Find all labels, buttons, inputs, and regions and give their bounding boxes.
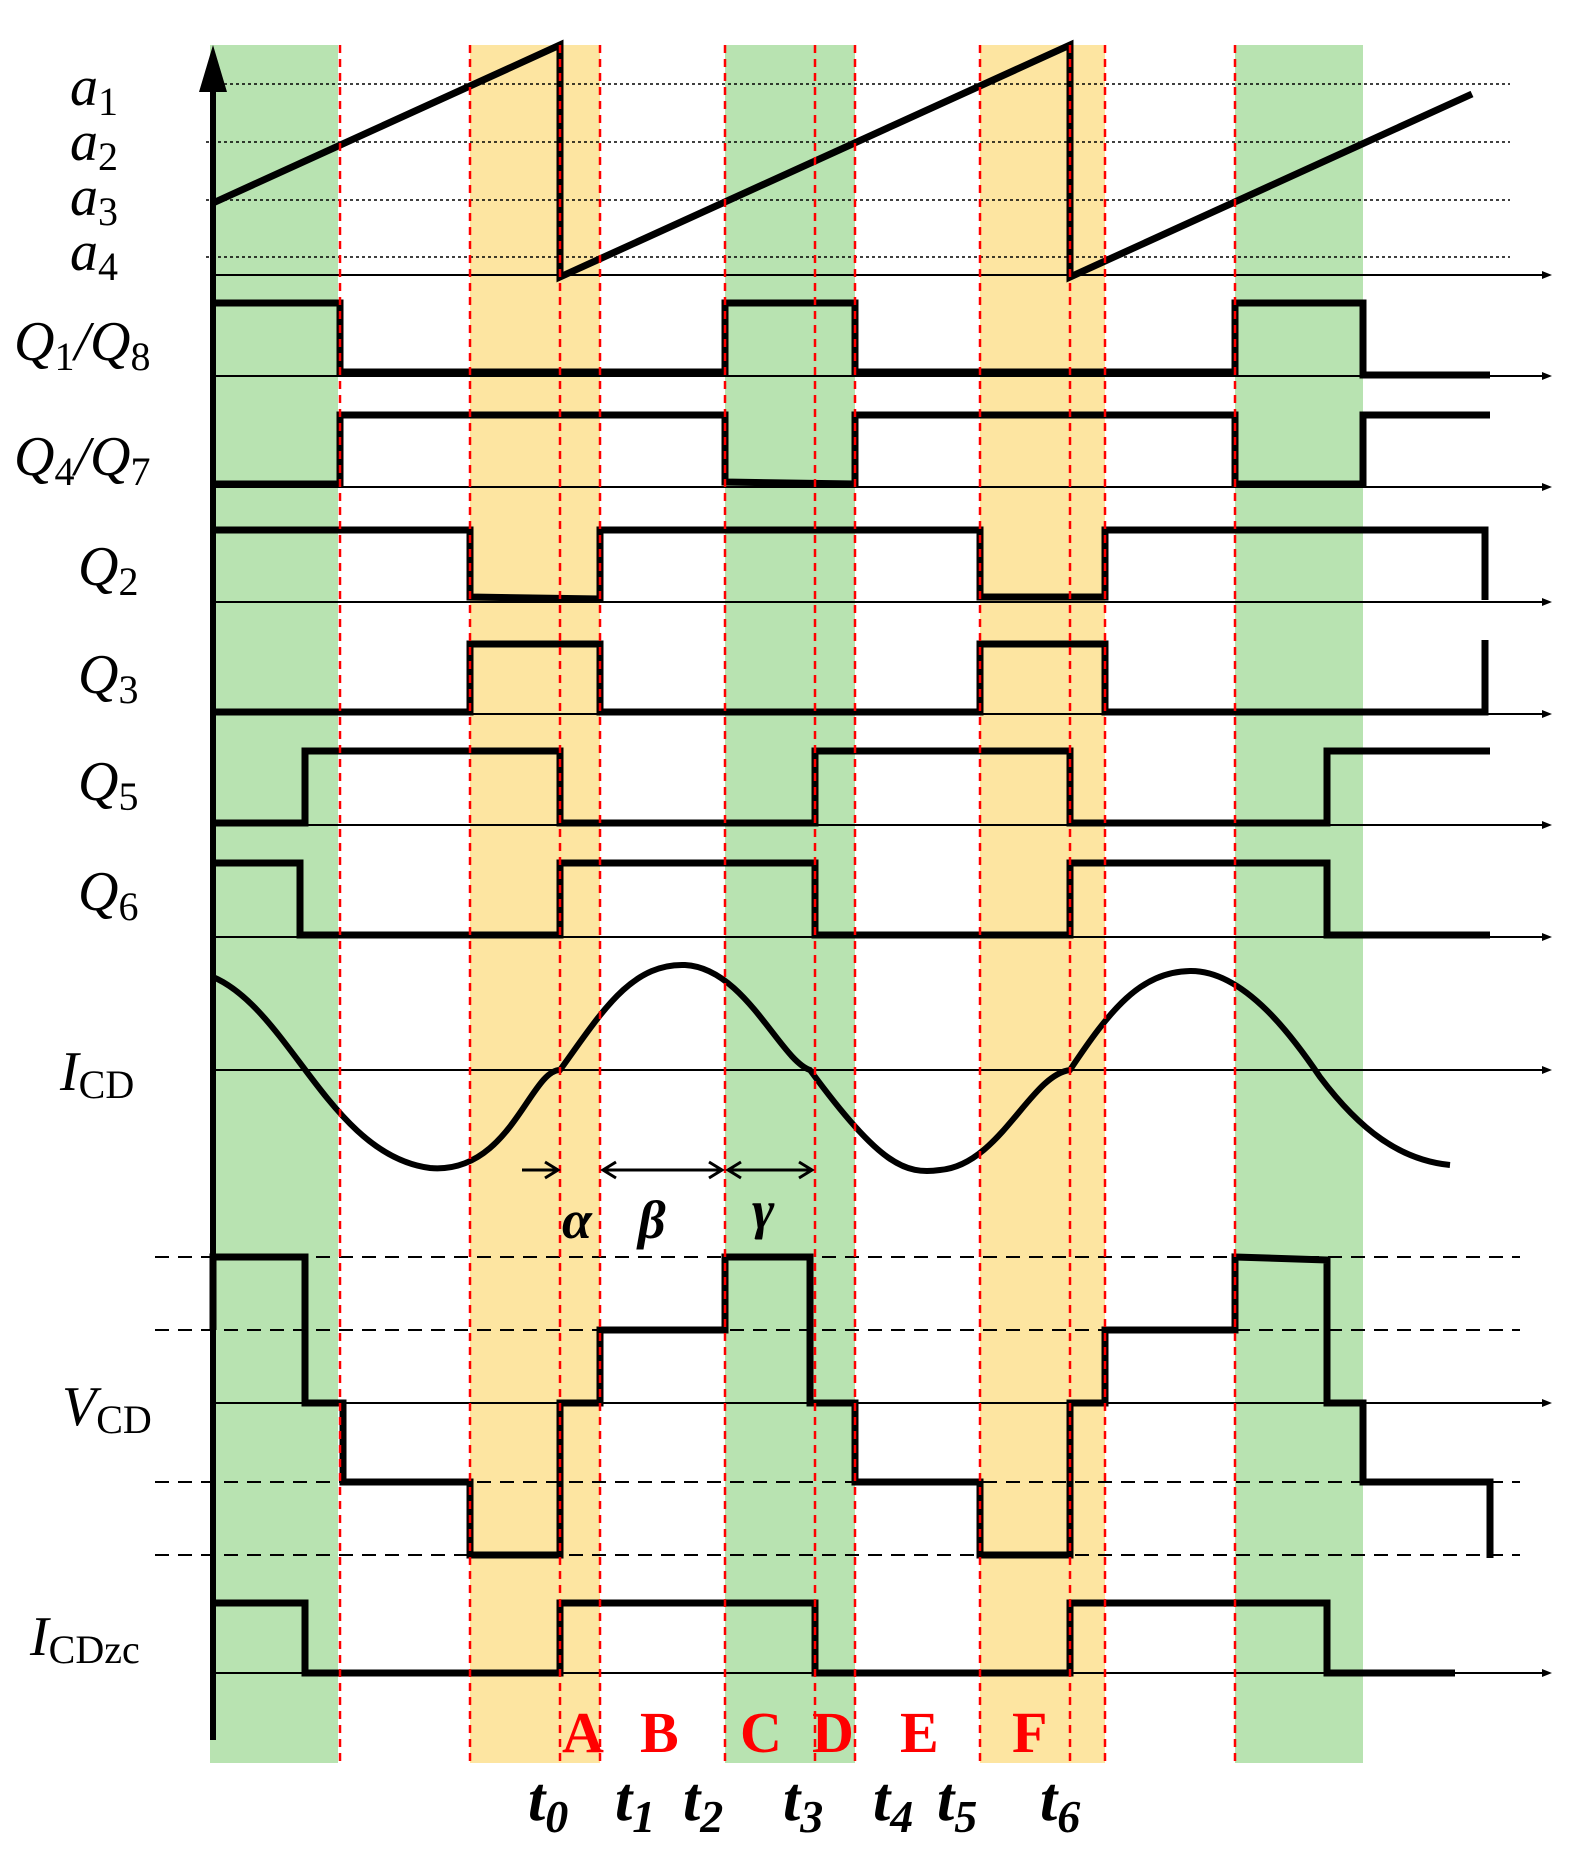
q2-waveform xyxy=(213,526,1489,603)
yellow-band-2 xyxy=(980,45,1105,1763)
angle-labels: α β γ xyxy=(562,1180,775,1250)
label-q2: Q2 xyxy=(78,536,138,604)
time-t3: t3 xyxy=(783,1766,823,1842)
region-B: B xyxy=(640,1700,679,1765)
green-band-2 xyxy=(725,45,855,1763)
icdzc-waveform xyxy=(213,1599,1455,1677)
region-A: A xyxy=(562,1700,604,1765)
green-band-1 xyxy=(210,45,338,1763)
region-C: C xyxy=(740,1700,782,1765)
time-t4: t4 xyxy=(873,1766,913,1842)
signal-labels: Q1/Q8 Q4/Q7 Q2 Q3 Q5 Q6 ICD VCD ICDzc xyxy=(14,311,152,1672)
time-mark-labels: t0 t1 t2 t3 t4 t5 t6 xyxy=(528,1766,1080,1842)
label-a4: a4 xyxy=(70,221,118,289)
time-t6: t6 xyxy=(1040,1766,1080,1842)
label-a1: a1 xyxy=(70,56,118,124)
angle-alpha: α xyxy=(562,1190,593,1250)
label-q4q7: Q4/Q7 xyxy=(14,426,150,494)
label-vcd: VCD xyxy=(62,1376,152,1442)
shaded-bands xyxy=(210,45,1363,1763)
region-labels: A B C D E F xyxy=(562,1700,1047,1765)
carrier-labels: a1 a2 a3 a4 xyxy=(70,56,118,289)
label-q6: Q6 xyxy=(78,861,138,929)
vcd-waveform xyxy=(209,1253,1494,1559)
angle-beta: β xyxy=(636,1190,666,1250)
region-dividers xyxy=(338,45,1237,1763)
label-a3: a3 xyxy=(70,166,118,234)
label-a2: a2 xyxy=(70,111,118,179)
carrier-level-lines xyxy=(206,83,1510,258)
region-E: E xyxy=(900,1700,939,1765)
label-icd: ICD xyxy=(59,1041,134,1107)
label-q3: Q3 xyxy=(78,644,138,712)
angle-spans xyxy=(522,1160,815,1180)
region-F: F xyxy=(1012,1700,1047,1765)
yellow-band-1 xyxy=(470,45,600,1763)
angle-gamma: γ xyxy=(752,1180,775,1240)
region-D: D xyxy=(812,1700,854,1765)
green-band-3 xyxy=(1235,45,1363,1763)
time-t2: t2 xyxy=(683,1766,723,1842)
vertical-axis xyxy=(199,45,227,1740)
time-t0: t0 xyxy=(528,1766,568,1842)
label-q1q8: Q1/Q8 xyxy=(14,311,150,379)
time-t1: t1 xyxy=(615,1766,655,1842)
label-q5: Q5 xyxy=(78,751,138,819)
time-t5: t5 xyxy=(937,1766,977,1842)
label-icdzc: ICDzc xyxy=(29,1606,140,1672)
